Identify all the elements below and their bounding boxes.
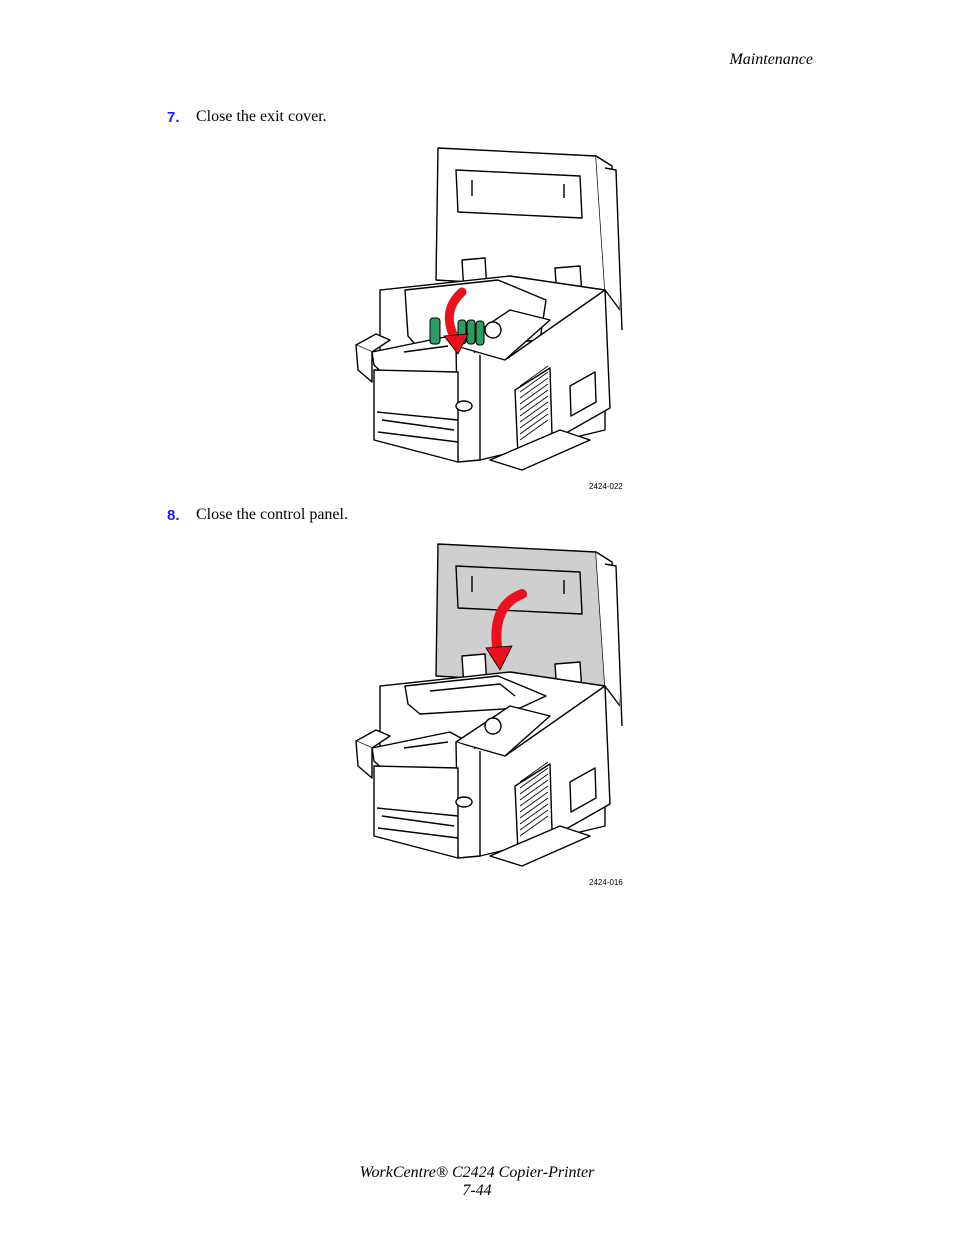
figure-close-exit-cover xyxy=(350,140,630,490)
step-7-number: 7. xyxy=(167,109,180,126)
step-8-text: Close the control panel. xyxy=(196,506,348,523)
printer-illustration-exit-cover xyxy=(355,147,623,471)
footer-product: WorkCentre® C2424 Copier-Printer xyxy=(359,1164,595,1181)
running-header: Maintenance xyxy=(729,51,813,68)
printer-illustration-control-panel xyxy=(355,543,623,867)
figure-id-label: 2424-016 xyxy=(589,878,623,887)
page-footer: WorkCentre® C2424 Copier-Printer 7-44 xyxy=(0,1164,954,1200)
step-8-number: 8. xyxy=(167,507,180,524)
step-7-text: Close the exit cover. xyxy=(196,108,327,125)
figure-close-control-panel xyxy=(350,536,630,886)
figure-id-label: 2424-022 xyxy=(589,482,623,491)
footer-page-number: 7-44 xyxy=(462,1182,492,1199)
